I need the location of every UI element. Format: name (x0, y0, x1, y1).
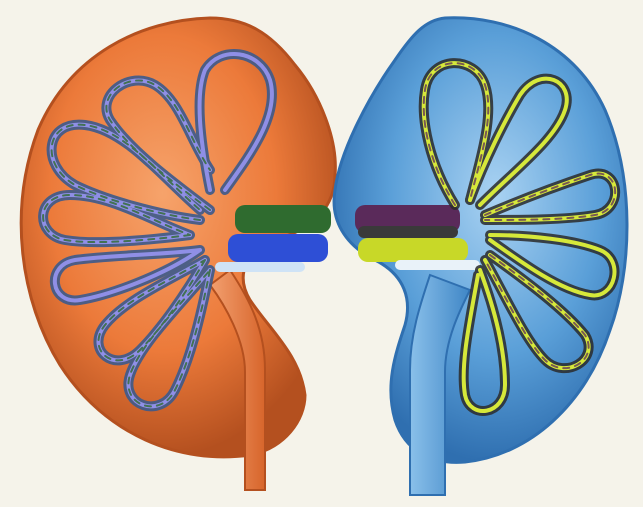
right-ureter-root (395, 260, 480, 270)
left-renal-vein (228, 234, 328, 262)
right-renal-lymph (358, 226, 458, 238)
left-ureter-root (215, 262, 305, 272)
right-renal-artery (358, 238, 468, 262)
left-renal-artery (235, 205, 331, 233)
